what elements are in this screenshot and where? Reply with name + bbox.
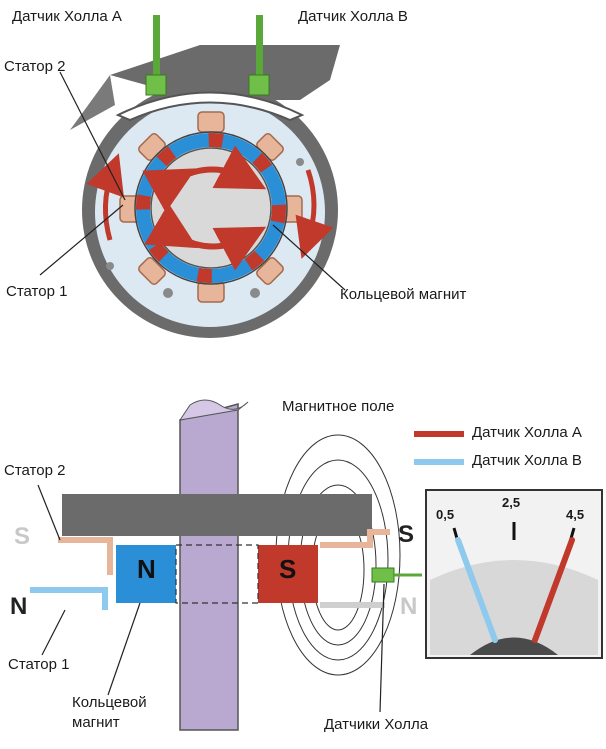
voltmeter-gauge [425, 489, 603, 659]
magnet-n-block [116, 545, 176, 603]
rotation-arrow-bottom [144, 203, 267, 271]
hall-a-pin [153, 15, 160, 77]
ring-outline [134, 131, 288, 285]
stator2-right [320, 529, 390, 548]
legend-hall-b: Датчик Холла В [472, 452, 582, 469]
bottom-cross-section [30, 399, 464, 731]
label-ring-magnet-bottom-2: магнит [72, 714, 120, 731]
pole-s-magnet: S [279, 554, 297, 584]
housing-left-flap [70, 75, 115, 130]
legend-swatch-a [414, 431, 464, 437]
side-arrow-left [86, 153, 124, 241]
rotation-arrow-top [142, 145, 267, 213]
motor-shaft [179, 403, 239, 731]
label-stator2-top: Статор 2 [4, 58, 66, 75]
label-hall-a-top: Датчик Холла А [12, 8, 122, 25]
label-stator2-bottom: Статор 2 [4, 462, 66, 479]
legend-swatch-b [414, 459, 464, 465]
rotor-core [150, 147, 272, 269]
label-ring-magnet-top: Кольцевой магнит [340, 286, 467, 303]
label-stator1-bottom: Статор 1 [8, 656, 70, 673]
mounting-holes [106, 158, 304, 298]
magnet-hidden-part [175, 544, 259, 604]
needle-hall-a [532, 537, 575, 643]
needle-hall-b [455, 537, 498, 643]
side-arrow-right [295, 169, 334, 259]
pole-n-right-faded: N [400, 593, 418, 620]
hall-sensor-block [371, 567, 395, 583]
stator2-left [58, 537, 113, 575]
pole-n-left: N [10, 593, 28, 620]
shaft-cap [178, 399, 249, 421]
pole-s-left-faded: S [14, 523, 31, 550]
gauge-tick-low: 0,5 [436, 507, 455, 522]
label-stator1-top: Статор 1 [6, 283, 68, 300]
label-hall-sensors: Датчики Холла [324, 716, 429, 733]
hall-b-pin [256, 15, 263, 77]
bottom-leader-lines [37, 484, 385, 713]
pole-s-right: S [398, 521, 415, 548]
label-ring-magnet-bottom-1: Кольцевой [72, 694, 147, 711]
gauge-tick-high: 4,5 [566, 507, 585, 522]
hall-a-sensor [145, 74, 167, 96]
magnet-s-block [258, 545, 318, 603]
motor-housing [110, 45, 340, 100]
top-motor-diagram [39, 15, 346, 338]
sensor-bracket [115, 91, 305, 122]
gauge-tick-mid: 2,5 [502, 495, 521, 510]
label-hall-b-top: Датчик Холла В [298, 8, 408, 25]
stator-plate [62, 494, 372, 536]
legend-hall-a: Датчик Холла А [472, 424, 582, 441]
stator1-left [30, 587, 108, 610]
top-leader-lines [39, 71, 346, 291]
hall-b-sensor [248, 74, 270, 96]
label-magnetic-field: Магнитное поле [282, 398, 395, 415]
pole-n-magnet: N [137, 554, 156, 584]
